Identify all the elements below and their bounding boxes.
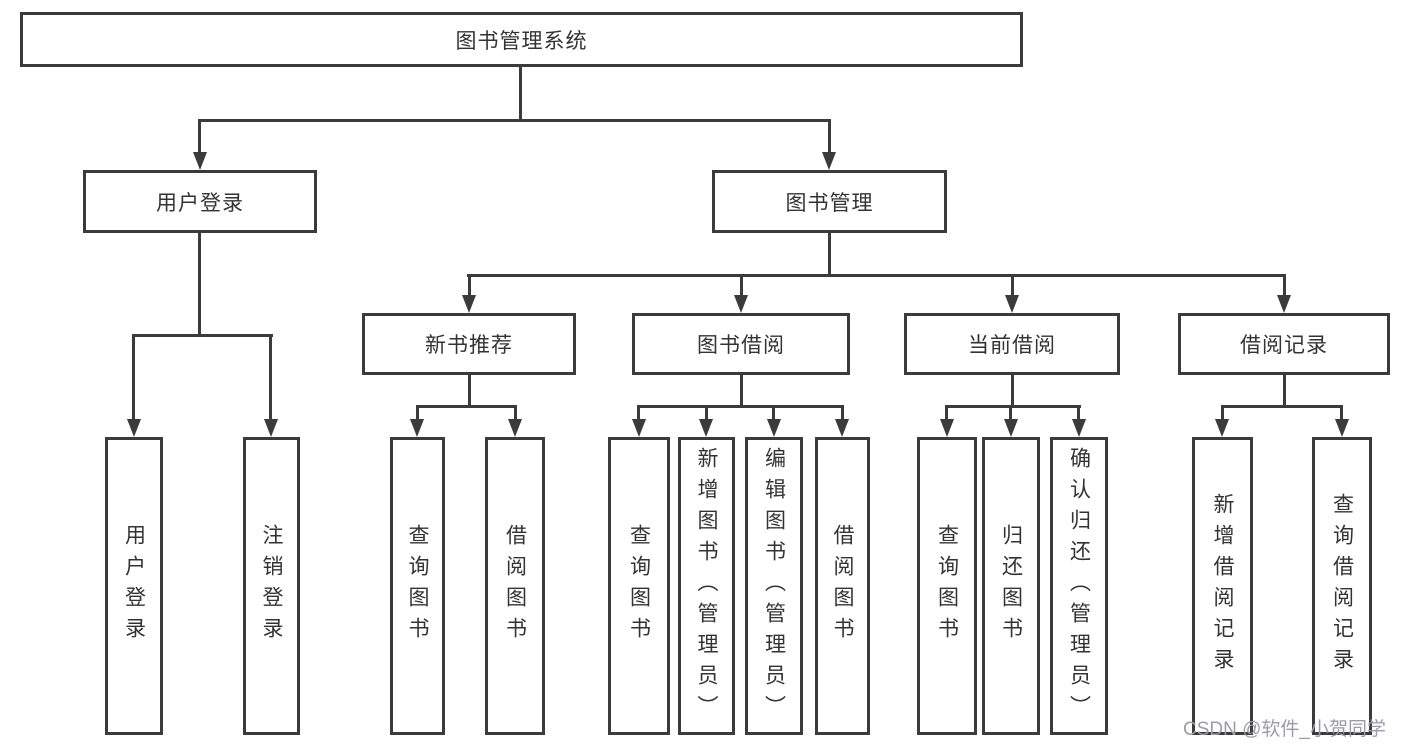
connector-to-borrow-records — [1283, 274, 1286, 296]
node-book-management: 图书管理 — [712, 170, 947, 233]
leaf-borrow-books-recommend: 借阅图书 — [485, 437, 545, 735]
connector-to-user-login — [198, 119, 201, 152]
node-borrowing-records-label: 借阅记录 — [1240, 334, 1328, 357]
node-root-label: 图书管理系统 — [455, 29, 588, 53]
leaf-return-book-label: 归还图书 — [999, 524, 1023, 648]
connector-root-stem — [519, 66, 522, 120]
connector-leaf-stem — [841, 405, 844, 420]
connector-to-book-management — [828, 119, 831, 152]
connector-new-book-stem — [468, 375, 471, 408]
leaf-logout-login: 注销登录 — [243, 437, 300, 735]
connector-to-current-borrow — [1011, 274, 1014, 296]
leaf-query-books-borrowing: 查询图书 — [608, 437, 670, 735]
connector-leaf-stem — [945, 405, 948, 420]
leaf-user-login-label: 用户登录 — [122, 524, 146, 648]
leaf-borrow-books-borrowing-label: 借阅图书 — [831, 524, 854, 648]
connector-to-leaf-user-login — [132, 334, 135, 420]
connector-leaf-stem — [514, 405, 517, 420]
arrowhead-down-icon — [835, 419, 849, 437]
leaf-user-login: 用户登录 — [105, 437, 163, 735]
node-new-book-recommendation-label: 新书推荐 — [425, 334, 513, 357]
leaf-return-book: 归还图书 — [982, 437, 1040, 735]
arrowhead-down-icon — [767, 419, 781, 437]
connector-leaf-stem — [1077, 405, 1080, 420]
leaf-borrow-books-recommend-label: 借阅图书 — [503, 524, 527, 648]
arrowhead-down-icon — [508, 419, 522, 437]
arrowhead-down-icon — [462, 295, 476, 313]
connector-new-book-bus — [416, 405, 517, 408]
leaf-edit-book-admin-label: 编辑图书（管理员） — [762, 446, 786, 726]
arrowhead-down-icon — [1005, 295, 1019, 313]
connector-book-borrow-stem — [740, 375, 743, 408]
arrowhead-down-icon — [940, 419, 954, 437]
csdn-watermark: CSDN @软件_小贺同学 — [1183, 719, 1386, 740]
arrowhead-down-icon — [632, 419, 646, 437]
leaf-query-borrow-record: 查询借阅记录 — [1312, 437, 1372, 735]
connector-leaf-stem — [772, 405, 775, 420]
arrowhead-down-icon — [699, 419, 713, 437]
arrowhead-down-icon — [264, 419, 278, 437]
arrowhead-down-icon — [127, 419, 141, 437]
leaf-query-books-current-label: 查询图书 — [935, 524, 959, 648]
arrowhead-down-icon — [734, 295, 748, 313]
connector-user-login-stem — [198, 233, 201, 337]
leaf-query-books-borrowing-label: 查询图书 — [627, 524, 651, 648]
node-user-login-group: 用户登录 — [83, 170, 317, 233]
leaf-add-book-admin-label: 新增图书（管理员） — [695, 446, 718, 726]
connector-to-leaf-logout — [269, 334, 272, 420]
node-current-borrowing: 当前借阅 — [904, 313, 1120, 375]
leaf-query-books-current: 查询图书 — [917, 437, 977, 735]
connector-leaf-stem — [1009, 405, 1012, 420]
connector-current-borrow-bus — [945, 405, 1081, 408]
leaf-confirm-return-admin: 确认归还（管理员） — [1050, 437, 1108, 735]
connector-level2-bus — [198, 119, 831, 122]
arrowhead-down-icon — [1335, 419, 1349, 437]
connector-to-new-book — [468, 274, 471, 296]
node-book-borrowing-label: 图书借阅 — [697, 334, 785, 357]
leaf-logout-login-label: 注销登录 — [260, 524, 283, 648]
arrowhead-down-icon — [1072, 419, 1086, 437]
node-book-management-label: 图书管理 — [785, 191, 874, 215]
connector-user-login-bus — [132, 334, 273, 337]
leaf-add-borrow-record-label: 新增借阅记录 — [1211, 493, 1234, 679]
leaf-add-book-admin: 新增图书（管理员） — [678, 437, 735, 735]
node-user-login-group-label: 用户登录 — [156, 191, 244, 215]
connector-leaf-stem — [705, 405, 708, 420]
arrowhead-down-icon — [410, 419, 424, 437]
node-book-borrowing: 图书借阅 — [632, 313, 850, 375]
arrowhead-down-icon — [1004, 419, 1018, 437]
connector-leaf-stem — [637, 405, 640, 420]
arrowhead-down-icon — [1277, 295, 1291, 313]
leaf-confirm-return-admin-label: 确认归还（管理员） — [1067, 446, 1091, 726]
leaf-query-books-recommend-label: 查询图书 — [406, 524, 429, 648]
connector-to-book-borrow — [740, 274, 743, 296]
connector-borrow-records-bus — [1221, 405, 1343, 408]
leaf-query-borrow-record-label: 查询借阅记录 — [1330, 493, 1354, 679]
node-root-system: 图书管理系统 — [20, 12, 1023, 67]
connector-borrow-records-stem — [1283, 375, 1286, 408]
connector-book-management-stem — [828, 233, 831, 277]
connector-leaf-stem — [1221, 405, 1224, 420]
node-current-borrowing-label: 当前借阅 — [968, 334, 1056, 357]
connector-leaf-stem — [416, 405, 419, 420]
connector-book-borrow-bus — [637, 405, 844, 408]
leaf-query-books-recommend: 查询图书 — [390, 437, 445, 735]
connector-level3-bus — [467, 274, 1286, 277]
arrowhead-down-icon — [193, 152, 207, 170]
leaf-edit-book-admin: 编辑图书（管理员） — [745, 437, 803, 735]
leaf-borrow-books-borrowing: 借阅图书 — [815, 437, 870, 735]
connector-current-borrow-stem — [1011, 375, 1014, 408]
arrowhead-down-icon — [822, 152, 836, 170]
node-borrowing-records: 借阅记录 — [1178, 313, 1390, 375]
arrowhead-down-icon — [1215, 419, 1229, 437]
connector-leaf-stem — [1340, 405, 1343, 420]
leaf-add-borrow-record: 新增借阅记录 — [1192, 437, 1253, 735]
node-new-book-recommendation: 新书推荐 — [362, 313, 576, 375]
